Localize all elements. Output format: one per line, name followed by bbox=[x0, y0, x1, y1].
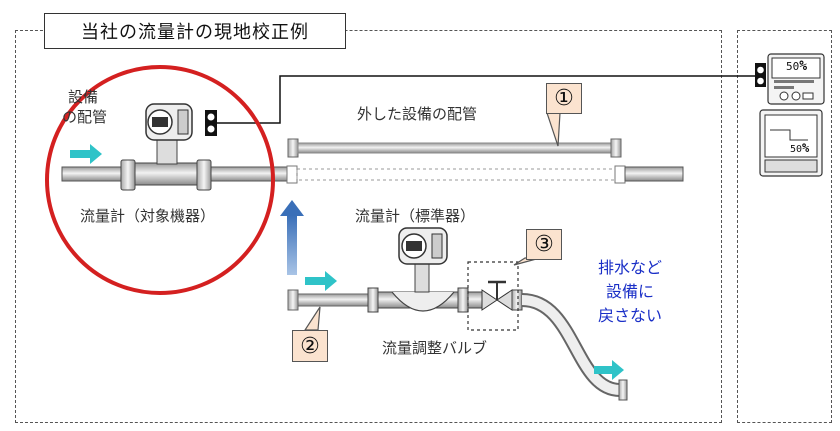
recorder bbox=[759, 109, 823, 177]
recorder-unit: % bbox=[802, 141, 810, 155]
callout-1: ① bbox=[546, 83, 582, 114]
removed-pipe bbox=[287, 138, 622, 158]
flow-arrow-up bbox=[280, 200, 304, 275]
flow-control-valve bbox=[467, 261, 523, 331]
equipment-piping-label-line2: の配管 bbox=[62, 108, 108, 126]
recorder-value: 50 bbox=[790, 144, 803, 155]
equipment-piping-label-line1: 設備 bbox=[68, 88, 99, 106]
panel-meter-unit: % bbox=[799, 59, 808, 74]
flow-arrow-lower bbox=[305, 271, 337, 291]
signal-connector-right bbox=[755, 63, 766, 87]
drain-arrow bbox=[594, 360, 624, 380]
drain-note-line1: 排水など bbox=[597, 258, 662, 277]
side-instrument-frame bbox=[737, 30, 832, 423]
signal-connector-left bbox=[205, 110, 217, 136]
target-highlight-circle bbox=[45, 65, 275, 295]
callout-2-pointer bbox=[303, 306, 321, 331]
panel-meter-top bbox=[767, 53, 825, 105]
reference-flowmeter bbox=[367, 227, 471, 313]
drain-hose bbox=[521, 293, 628, 401]
callout-3: ③ bbox=[526, 229, 562, 260]
calibration-pipe bbox=[287, 289, 369, 311]
main-diagram-frame bbox=[15, 30, 722, 423]
panel-meter-readout: 50% bbox=[786, 59, 807, 74]
removed-piping-label: 外した設備の配管 bbox=[357, 105, 478, 123]
flow-arrow-top bbox=[70, 144, 102, 164]
reference-meter-label: 流量計（標準器） bbox=[355, 207, 476, 225]
panel-meter-value: 50 bbox=[786, 60, 800, 73]
page-title: 当社の流量計の現地校正例 bbox=[44, 13, 346, 49]
drain-note: 排水など 設備に 戻さない bbox=[582, 256, 678, 328]
drain-note-line2: 設備に bbox=[605, 282, 654, 301]
target-flowmeter bbox=[120, 103, 212, 191]
recorder-readout: 50% bbox=[790, 141, 809, 155]
valve-label: 流量調整バルブ bbox=[382, 339, 488, 357]
callout-2: ② bbox=[292, 330, 328, 362]
removed-gap bbox=[286, 165, 684, 184]
target-meter-label: 流量計（対象機器） bbox=[80, 207, 216, 225]
callout-1-pointer bbox=[546, 112, 561, 147]
signal-line bbox=[217, 75, 755, 124]
drain-note-line3: 戻さない bbox=[597, 306, 662, 325]
